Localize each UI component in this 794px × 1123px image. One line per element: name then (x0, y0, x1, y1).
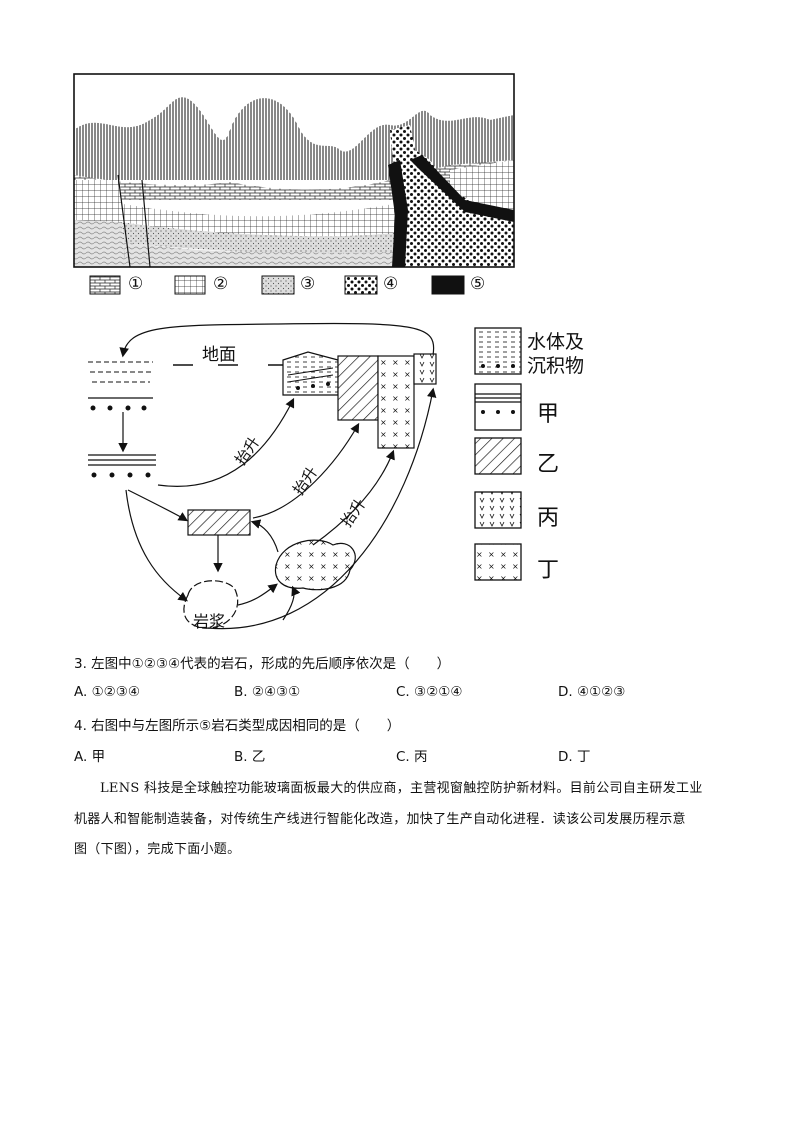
legend-yi: 乙 (537, 452, 560, 477)
legend-jia: 甲 (537, 402, 560, 427)
legend-bing: 丙 (537, 506, 560, 531)
question-3-option-a[interactable]: A. ①②③④ (74, 684, 140, 700)
geologic-section-figure (73, 73, 515, 295)
passage-line-3: 图（下图），完成下面小题。 (74, 842, 241, 857)
question-4-option-b[interactable]: B. 乙 (234, 749, 266, 765)
layer-5-dike (388, 155, 514, 267)
question-4-option-a[interactable]: A. 甲 (74, 749, 106, 765)
question-3-option-c[interactable]: C. ③②①④ (396, 684, 463, 700)
question-4-option-c[interactable]: C. 丙 (396, 749, 428, 765)
question-3-option-b[interactable]: B. ②④③① (234, 684, 301, 700)
intrusive-body (274, 539, 356, 591)
question-4-option-d[interactable]: D. 丁 (558, 749, 591, 765)
legend-ding: 丁 (537, 558, 560, 583)
passage-line-2: 机器人和智能制造装备，对传统生产线进行智能化改造，加快了生产自动化进程．读该公司… (74, 812, 686, 827)
legend-label-5: ⑤ (470, 274, 486, 294)
legend-water-sediment: 水体及沉积物 (527, 331, 585, 377)
legend-label-3: ③ (300, 274, 316, 294)
passage-line-1: LENS 科技是全球触控功能玻璃面板最大的供应商，主营视窗触控防护新材料。目前公… (100, 781, 703, 796)
rock-cycle-legend (474, 327, 522, 581)
ground-label: 地面 (202, 345, 236, 365)
question-3-option-d[interactable]: D. ④①②③ (558, 684, 626, 700)
sedimentary-rock-stack (88, 454, 156, 478)
magma-label: 岩浆 (193, 612, 226, 631)
legend-label-2: ② (213, 274, 229, 294)
magma-blob (183, 580, 239, 629)
legend-label-1: ① (128, 274, 144, 294)
sediment-stack (88, 361, 153, 411)
metamorphic-rock-box (187, 509, 251, 536)
rock-cycle-figure: × (88, 322, 522, 630)
question-3-stem: 3. 左图中①②③④代表的岩石，形成的先后顺序依次是（ ） (74, 656, 451, 672)
surface-block (282, 351, 437, 449)
legend-label-4: ④ (383, 274, 399, 294)
question-4-stem: 4. 右图中与左图所示⑤岩石类型成因相同的是（ ） (74, 718, 401, 734)
